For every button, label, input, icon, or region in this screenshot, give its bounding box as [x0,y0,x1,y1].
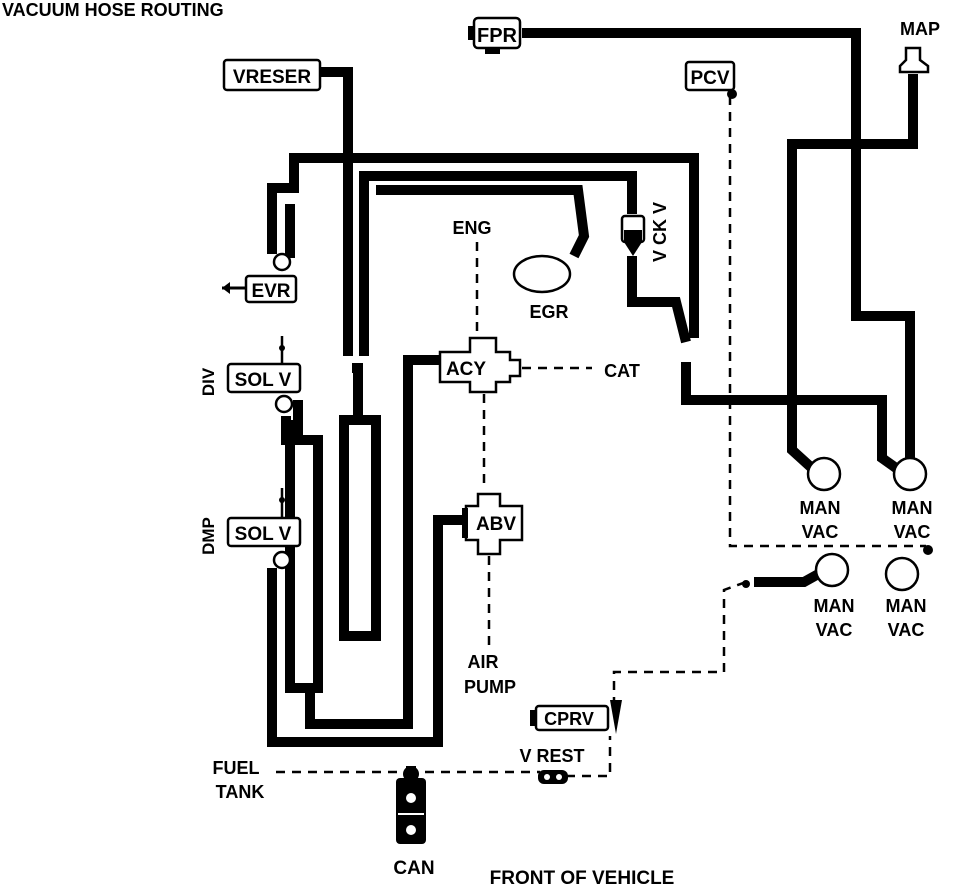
abv-component: ABV [462,492,524,556]
evr-top-hose [267,153,699,338]
map-component: MAP [898,19,940,74]
egr-hose [359,171,637,356]
vrest-cprv-dash [566,736,612,778]
vckv-low-hose [681,362,899,473]
man-vac-4-label-a: MAN [886,596,927,616]
hoses [267,28,918,747]
map-label: MAP [900,19,940,39]
vckv-hose [627,256,691,344]
can-component: CAN [393,766,435,879]
fpr-label: FPR [477,25,518,47]
vckv-component: V CK V [620,202,670,262]
can-label: CAN [393,858,434,879]
cprv-label: CPRV [544,709,594,729]
evr-component: EVR [222,252,298,304]
dmp-sol-v-component: DMP SOL V [199,488,302,570]
cprv-dash [612,580,747,706]
cat-label: CAT [604,361,640,381]
sol-v-dmp-label: SOL V [235,524,292,545]
fuel-tank-label-2: TANK [216,782,265,802]
div-label: DIV [199,367,218,396]
v-rest-component: V REST [519,746,585,784]
evr-label: EVR [251,281,290,302]
pcv-dash [728,96,926,548]
egr-link [376,185,590,259]
manvac3-hose [754,567,825,587]
man-vac-2-label-b: VAC [894,522,931,542]
pcv-label: PCV [690,68,729,89]
front-of-vehicle-label: FRONT OF VEHICLE [490,868,675,886]
fpr-hose [522,28,915,462]
cprv-component: CPRV [530,700,622,734]
abv-hose [267,515,466,747]
abv-label: ABV [476,514,516,535]
acy-component: ACY [438,336,522,394]
acy-hose [305,355,440,729]
man-vac-3: MAN VAC [814,552,855,640]
man-vac-2: MAN VAC [892,456,933,542]
acy-label: ACY [446,359,486,380]
eng-label: ENG [452,218,491,238]
dmp-label: DMP [199,517,218,555]
man-vac-1-label-a: MAN [800,498,841,518]
fuel-tank-label-1: FUEL [213,758,260,778]
vckv-label: V CK V [650,202,670,262]
sol-v-div-label: SOL V [235,370,292,391]
air-pump-label-2: PUMP [464,677,516,697]
vreser-to-lower [339,363,381,641]
vreser-label: VRESER [233,67,311,88]
man-vac-3-label-b: VAC [816,620,853,640]
diagram-title: VACUUM HOSE ROUTING [2,0,224,20]
v-rest-label: V REST [519,746,584,766]
div-hose [281,416,323,693]
egr-component: EGR [512,254,572,322]
vreser-hose [320,67,353,356]
man-vac-4-label-b: VAC [888,620,925,640]
man-vac-4: MAN VAC [884,545,933,640]
man-vac-1: MAN VAC [800,456,842,542]
map-sensor-icon [898,46,930,74]
fpr-component: FPR [468,16,522,54]
air-pump-label-1: AIR [468,652,499,672]
man-vac-2-label-a: MAN [892,498,933,518]
man-vac-3-label-a: MAN [814,596,855,616]
egr-label: EGR [529,302,568,322]
div-sol-v-component: DIV SOL V [199,336,302,414]
dashed-lines [276,96,926,778]
vreser-component: VRESER [222,58,322,92]
pcv-component: PCV [684,60,737,99]
man-vac-1-label-b: VAC [802,522,839,542]
map-hose [787,74,918,474]
